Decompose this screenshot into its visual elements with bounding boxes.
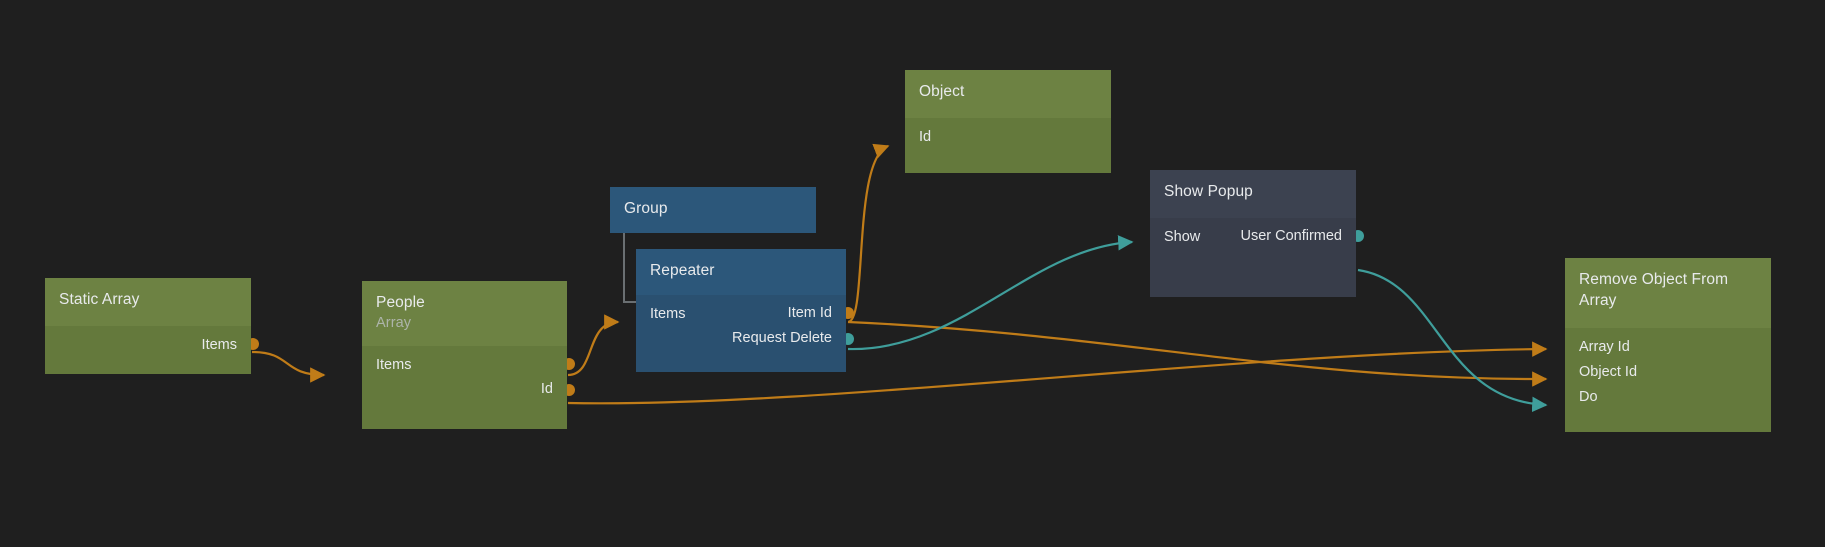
node-title: Object: [919, 83, 965, 100]
port-label: Show: [1164, 229, 1201, 245]
input-port-remove-object-from-array-0[interactable]: Array Id: [1565, 335, 1771, 359]
output-port-static-array-0[interactable]: Items: [45, 333, 251, 357]
input-port-repeater-0[interactable]: Items: [636, 302, 846, 326]
node-body-remove-object-from-array: Array Id Object Id Do: [1565, 328, 1771, 432]
node-subtitle: Array: [376, 314, 412, 331]
input-port-people-0[interactable]: Items: [362, 353, 567, 377]
node-header-static-array[interactable]: Static Array: [45, 278, 251, 326]
node-body-repeater: Items Item Id Request Delete: [636, 295, 846, 372]
node-body-show-popup: Show User Confirmed: [1150, 218, 1356, 297]
node-title: Repeater: [650, 262, 715, 279]
node-body-object: Id: [905, 118, 1111, 173]
node-header-group[interactable]: Group: [610, 187, 816, 233]
port-label: Id: [919, 129, 932, 145]
input-port-show-popup-0[interactable]: Show: [1150, 225, 1356, 249]
port-label: Item Id: [787, 305, 832, 321]
input-port-remove-object-from-array-1[interactable]: Object Id: [1565, 360, 1771, 384]
port-label: Id: [540, 381, 553, 397]
node-body-static-array: Items: [45, 326, 251, 374]
node-header-repeater[interactable]: Repeater: [636, 249, 846, 295]
output-port-show-popup-0[interactable]: User Confirmed: [1150, 224, 1356, 248]
output-port-people-1[interactable]: Id: [362, 377, 567, 401]
port-label: Items: [201, 337, 237, 353]
node-title: Show Popup: [1164, 183, 1253, 200]
output-port-repeater-0[interactable]: Item Id: [636, 301, 846, 325]
node-header-object[interactable]: Object: [905, 70, 1111, 118]
output-port-repeater-1[interactable]: Request Delete: [636, 326, 846, 350]
node-group[interactable]: Group: [610, 187, 816, 233]
port-label: Do: [1579, 389, 1598, 405]
node-header-remove-object-from-array[interactable]: Remove Object From Array: [1565, 258, 1771, 328]
port-label: Request Delete: [732, 330, 832, 346]
node-title: People: [376, 294, 425, 311]
port-label: Items: [376, 357, 412, 373]
input-port-object-0[interactable]: Id: [905, 125, 1111, 149]
node-header-show-popup[interactable]: Show Popup: [1150, 170, 1356, 218]
port-label: Array Id: [1579, 339, 1630, 355]
input-port-remove-object-from-array-2[interactable]: Do: [1565, 385, 1771, 409]
port-label: Items: [650, 306, 686, 322]
node-title: Group: [624, 200, 668, 217]
output-port-people-0[interactable]: [362, 352, 567, 376]
node-title: Static Array: [59, 291, 140, 308]
port-label: User Confirmed: [1240, 228, 1342, 244]
node-title: Remove Object From Array: [1579, 271, 1729, 309]
port-label: Object Id: [1579, 364, 1638, 380]
